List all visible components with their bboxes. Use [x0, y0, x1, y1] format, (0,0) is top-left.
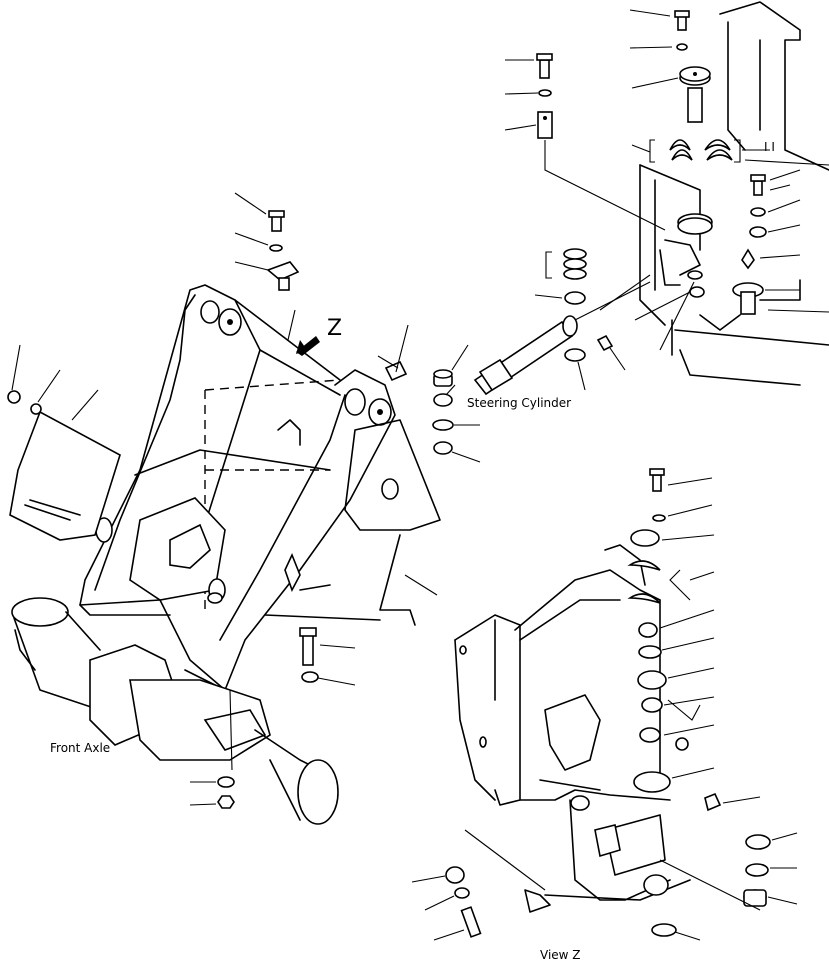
front-frame-view: Z — [7, 192, 441, 691]
view-z-detail: View Z — [411, 468, 798, 962]
front-axle: Front Axle — [11, 597, 339, 825]
steering-cylinder: Steering Cylinder — [377, 281, 651, 463]
z-marker: Z — [327, 316, 342, 341]
steering-cylinder-label: Steering Cylinder — [467, 396, 571, 410]
view-z-label: View Z — [540, 948, 581, 962]
hinge-detail-view: I I — [504, 1, 829, 391]
roman-marker: I I — [764, 140, 775, 154]
front-axle-label: Front Axle — [50, 741, 110, 755]
